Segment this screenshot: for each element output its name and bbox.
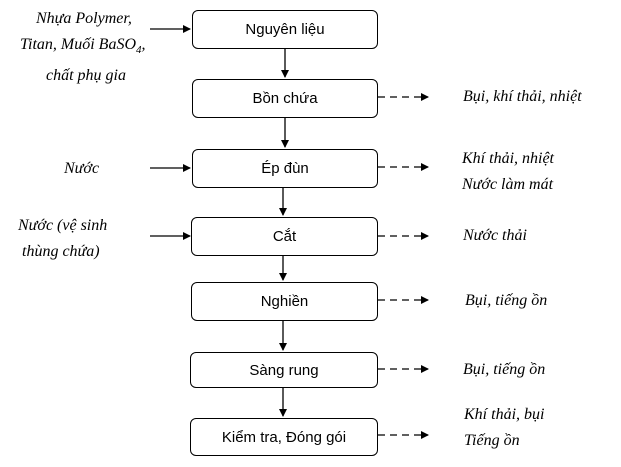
step-screening: Sàng rung (190, 352, 378, 388)
input-water: Nước (64, 160, 100, 177)
packing-line1: Khí thải, bụi (464, 406, 545, 423)
input-cleaning-water: Nước (vệ sinh thùng chứa) (18, 213, 107, 265)
step-cutting: Cắt (191, 217, 378, 256)
input-raw-materials: Nhựa Polymer, Titan, Muối BaSO4, chất ph… (20, 6, 146, 89)
cleaning-water-line2: thùng chứa) (22, 243, 100, 260)
step-extrusion: Ép đùn (192, 149, 378, 188)
extrusion-line1: Khí thải, nhiệt (462, 150, 554, 167)
output-tank: Bụi, khí thải, nhiệt (463, 88, 582, 105)
packing-line2: Tiếng ồn (464, 432, 520, 449)
output-cutting: Nước thải (463, 227, 527, 244)
output-grinding: Bụi, tiếng ồn (465, 292, 548, 309)
extrusion-line2: Nước làm mát (462, 176, 554, 193)
raw-materials-line3: chất phụ gia (46, 67, 126, 85)
raw-materials-line1: Nhựa Polymer, (36, 10, 132, 27)
step-packing: Kiểm tra, Đóng gói (190, 418, 378, 456)
output-screening: Bụi, tiếng ồn (463, 361, 546, 378)
output-extrusion: Khí thải, nhiệt Nước làm mát (462, 146, 554, 198)
step-grinding: Nghiền (191, 282, 378, 321)
raw-materials-line2: Titan, Muối BaSO4, (20, 36, 146, 57)
step-tank: Bồn chứa (192, 79, 378, 118)
step-raw-materials: Nguyên liệu (192, 10, 378, 49)
cleaning-water-line1: Nước (vệ sinh (18, 217, 108, 234)
output-packing: Khí thải, bụi Tiếng ồn (464, 402, 544, 454)
